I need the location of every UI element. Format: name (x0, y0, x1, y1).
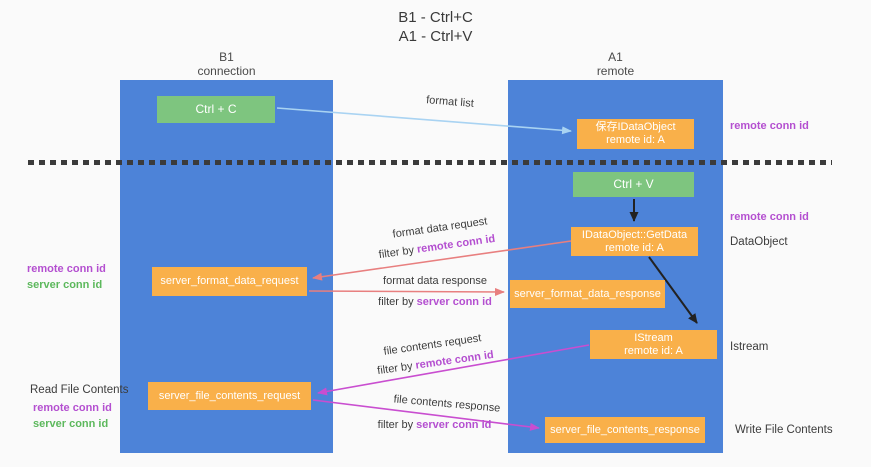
left-label-server-conn-id-2: server conn id (33, 418, 109, 430)
arrow-format-data-response (308, 287, 505, 296)
node-server-format-data-request-label: server_format_data_request (160, 275, 299, 287)
filter-by-text: filter by (378, 243, 418, 262)
lane-a1-name: A1 (608, 50, 623, 64)
server-conn-id-keyword: server conn id (416, 419, 492, 431)
lane-header-b1: B1 connection (120, 50, 333, 78)
node-ctrl-v-label: Ctrl + V (613, 177, 654, 191)
left-label-server-conn-id-1: server conn id (27, 279, 103, 291)
left-label-read-file-contents: Read File Contents (30, 384, 129, 396)
node-istream-line1: IStream (634, 331, 673, 344)
title-line-2: A1 - Ctrl+V (398, 28, 473, 45)
label-file-contents-response: file contents response (393, 393, 501, 415)
filter-by-text: filter by (378, 296, 417, 308)
node-ctrl-c: Ctrl + C (157, 96, 275, 123)
lane-header-a1: A1 remote (508, 50, 723, 78)
right-label-istream: Istream (730, 341, 769, 353)
label-format-list: format list (425, 94, 475, 110)
node-save-idataobject: 保存IDataObject remote id: A (577, 119, 694, 149)
remote-conn-id-keyword: remote conn id (414, 348, 495, 372)
label-file-contents-response-filter: filter by server conn id (372, 419, 497, 431)
filter-by-text: filter by (377, 419, 417, 431)
label-format-data-response: format data response (383, 275, 487, 287)
node-idataobject-getdata: IDataObject::GetData remote id: A (571, 227, 698, 256)
server-conn-id-keyword: server conn id (416, 296, 492, 308)
lane-b1-subtitle: connection (197, 64, 256, 78)
node-idataobject-getdata-line1: IDataObject::GetData (581, 228, 688, 241)
node-ctrl-v: Ctrl + V (573, 172, 694, 197)
lane-a1-subtitle: remote (596, 64, 635, 78)
right-label-dataobject: DataObject (730, 236, 788, 248)
filter-by-text: filter by (376, 359, 417, 378)
left-label-remote-conn-id-2: remote conn id (33, 402, 112, 414)
node-server-file-contents-response: server_file_contents_response (545, 417, 705, 443)
left-label-remote-conn-id-1: remote conn id (27, 263, 106, 275)
label-format-data-response-filter: filter by server conn id (370, 296, 500, 308)
node-server-file-contents-request: server_file_contents_request (148, 382, 311, 410)
title-line-1: B1 - Ctrl+C (398, 9, 473, 26)
node-save-idataobject-line2: remote id: A (606, 134, 665, 146)
lane-b1-name: B1 (219, 50, 234, 64)
node-server-file-contents-request-label: server_file_contents_request (158, 389, 301, 402)
node-server-format-data-request: server_format_data_request (152, 267, 307, 296)
node-istream-line2: remote id: A (624, 344, 683, 357)
right-label-write-file-contents: Write File Contents (735, 424, 833, 436)
node-save-idataobject-line1: 保存IDataObject (595, 121, 676, 133)
remote-conn-id-keyword: remote conn id (416, 232, 496, 256)
diagram-title: B1 - Ctrl+C A1 - Ctrl+V (0, 8, 871, 46)
node-server-file-contents-response-label: server_file_contents_response (550, 423, 700, 436)
node-server-format-data-response-label: server_format_data_response (514, 287, 661, 300)
node-idataobject-getdata-line2: remote id: A (605, 241, 664, 254)
right-label-remote-conn-id-mid: remote conn id (730, 211, 809, 223)
right-label-remote-conn-id-top: remote conn id (730, 120, 809, 132)
node-ctrl-c-label: Ctrl + C (195, 102, 237, 116)
dashed-separator-line (28, 160, 832, 165)
node-server-format-data-response: server_format_data_response (510, 280, 665, 308)
node-istream: IStream remote id: A (590, 330, 717, 359)
